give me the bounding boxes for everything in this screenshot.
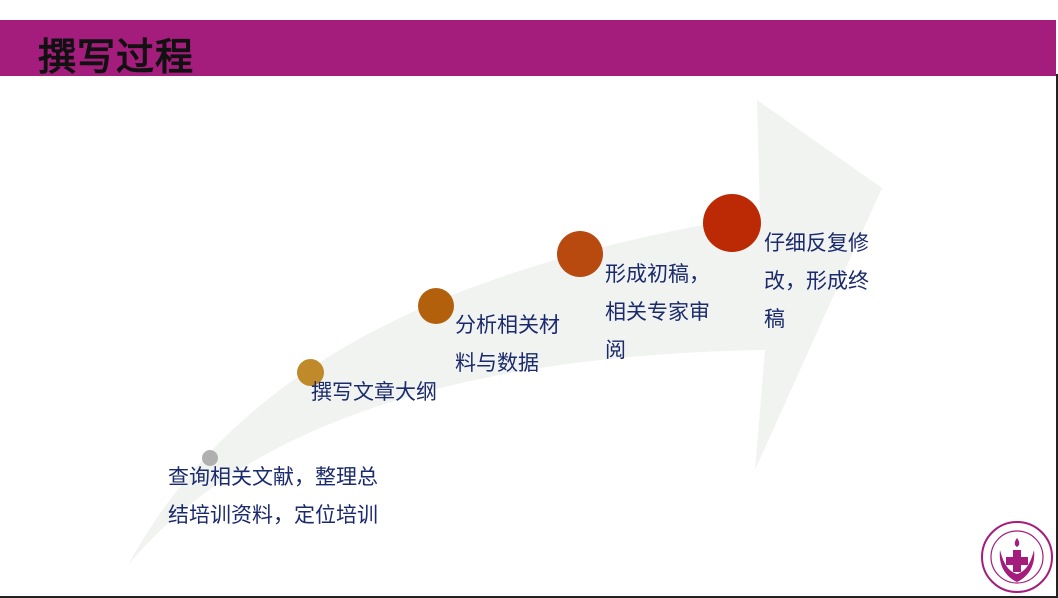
step-3-dot bbox=[418, 288, 454, 324]
step-2-line-1: 撰写文章大纲 bbox=[311, 380, 437, 404]
step-4-line-2: 相关专家审 bbox=[605, 300, 710, 324]
nursing-association-emblem-icon bbox=[981, 521, 1053, 593]
step-1-line-1: 查询相关文献，整理总 bbox=[168, 465, 378, 489]
frame-border-right bbox=[1056, 74, 1058, 598]
step-1-dot bbox=[202, 450, 218, 466]
step-3-line-1: 分析相关材 bbox=[455, 313, 560, 337]
step-5-label: 仔细反复修 改，形成终 稿 bbox=[764, 224, 869, 338]
step-5-dot bbox=[703, 194, 761, 252]
step-4-label: 形成初稿， 相关专家审 阅 bbox=[605, 255, 710, 369]
step-3-label: 分析相关材 料与数据 bbox=[455, 306, 560, 382]
step-2-label: 撰写文章大纲 bbox=[311, 373, 437, 411]
step-1-line-2: 结培训资料，定位培训 bbox=[168, 503, 378, 527]
frame-border-bottom bbox=[0, 596, 1058, 598]
step-5-line-3: 稿 bbox=[764, 307, 785, 331]
step-4-line-3: 阅 bbox=[605, 338, 626, 362]
step-3-line-2: 料与数据 bbox=[455, 351, 539, 375]
step-2-dot bbox=[297, 359, 324, 386]
step-4-line-1: 形成初稿， bbox=[605, 262, 710, 286]
step-4-dot bbox=[557, 231, 603, 277]
step-5-line-2: 改，形成终 bbox=[764, 269, 869, 293]
title-bar bbox=[0, 20, 1056, 76]
page-title: 撰写过程 bbox=[38, 35, 195, 79]
step-1-label: 查询相关文献，整理总 结培训资料，定位培训 bbox=[168, 458, 378, 534]
step-5-line-1: 仔细反复修 bbox=[764, 231, 869, 255]
